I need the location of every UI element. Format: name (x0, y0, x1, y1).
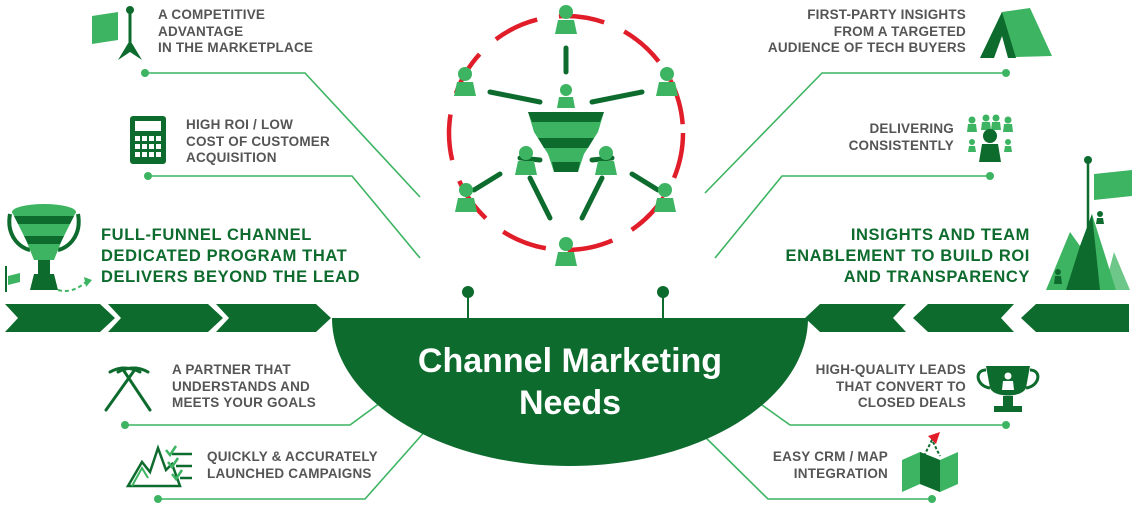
connector-right-1 (704, 72, 1006, 194)
person-icon (555, 5, 577, 34)
person-icon (654, 183, 676, 212)
mountain-flag-icon (1046, 156, 1132, 290)
connector-dot (1002, 69, 1010, 77)
label-first-party-insights: FIRST-PARTY INSIGHTS FROM A TARGETED AUD… (767, 7, 966, 55)
left-arrow-band (5, 304, 331, 332)
label-high-quality-leads: HIGH-QUALITY LEADS THAT CONVERT TO CLOSE… (815, 362, 966, 410)
connector-lines (125, 72, 1006, 500)
calculator-icon (130, 116, 166, 164)
mountain-checklist-icon (125, 444, 192, 488)
person-icon (555, 237, 577, 266)
person-icon (656, 67, 678, 96)
person-icon (595, 146, 617, 175)
label-crm-integration: EASY CRM / MAP INTEGRATION (772, 449, 888, 481)
flag-icon (92, 6, 142, 60)
person-icon (455, 183, 477, 212)
connector-left-1 (145, 72, 421, 198)
connector-right-2 (714, 175, 990, 259)
connector-dot (154, 495, 162, 503)
ice-axes-icon (104, 366, 152, 412)
connector-dots (121, 69, 1010, 503)
tent-icon (980, 8, 1052, 58)
connector-right-5 (697, 429, 932, 500)
connector-left-2 (148, 175, 421, 259)
connector-dot (141, 69, 149, 77)
connector-dot (144, 172, 152, 180)
trophy-icon (976, 366, 1040, 412)
connector-dot (986, 172, 994, 180)
center-title: Channel Marketing Needs (417, 342, 723, 422)
people-group-icon (967, 114, 1013, 162)
trophy-funnel-icon (5, 204, 92, 292)
person-icon (515, 146, 537, 175)
label-launched-campaigns: QUICKLY & ACCURATELY LAUNCHED CAMPAIGNS (207, 449, 378, 481)
label-high-roi: HIGH ROI / LOW COST OF CUSTOMER ACQUISIT… (186, 117, 330, 165)
label-insights-enablement: INSIGHTS AND TEAM ENABLEMENT TO BUILD RO… (785, 226, 1030, 286)
label-delivering-consistently: DELIVERING CONSISTENTLY (848, 121, 954, 153)
person-icon (454, 67, 476, 96)
person-icon (557, 84, 575, 108)
label-partner-goals: A PARTNER THAT UNDERSTANDS AND MEETS YOU… (172, 362, 316, 410)
map-icon (902, 432, 958, 492)
connector-dot (928, 495, 936, 503)
label-full-funnel: FULL-FUNNEL CHANNEL DEDICATED PROGRAM TH… (101, 226, 361, 286)
connector-dot (121, 421, 129, 429)
funnel-network-icon (446, 5, 686, 266)
right-arrow-band (805, 304, 1129, 332)
center-bowl (332, 286, 808, 466)
label-competitive-advantage: A COMPETITIVE ADVANTAGE IN THE MARKETPLA… (158, 7, 314, 55)
connector-left-5 (158, 419, 436, 500)
connector-dot (1002, 421, 1010, 429)
